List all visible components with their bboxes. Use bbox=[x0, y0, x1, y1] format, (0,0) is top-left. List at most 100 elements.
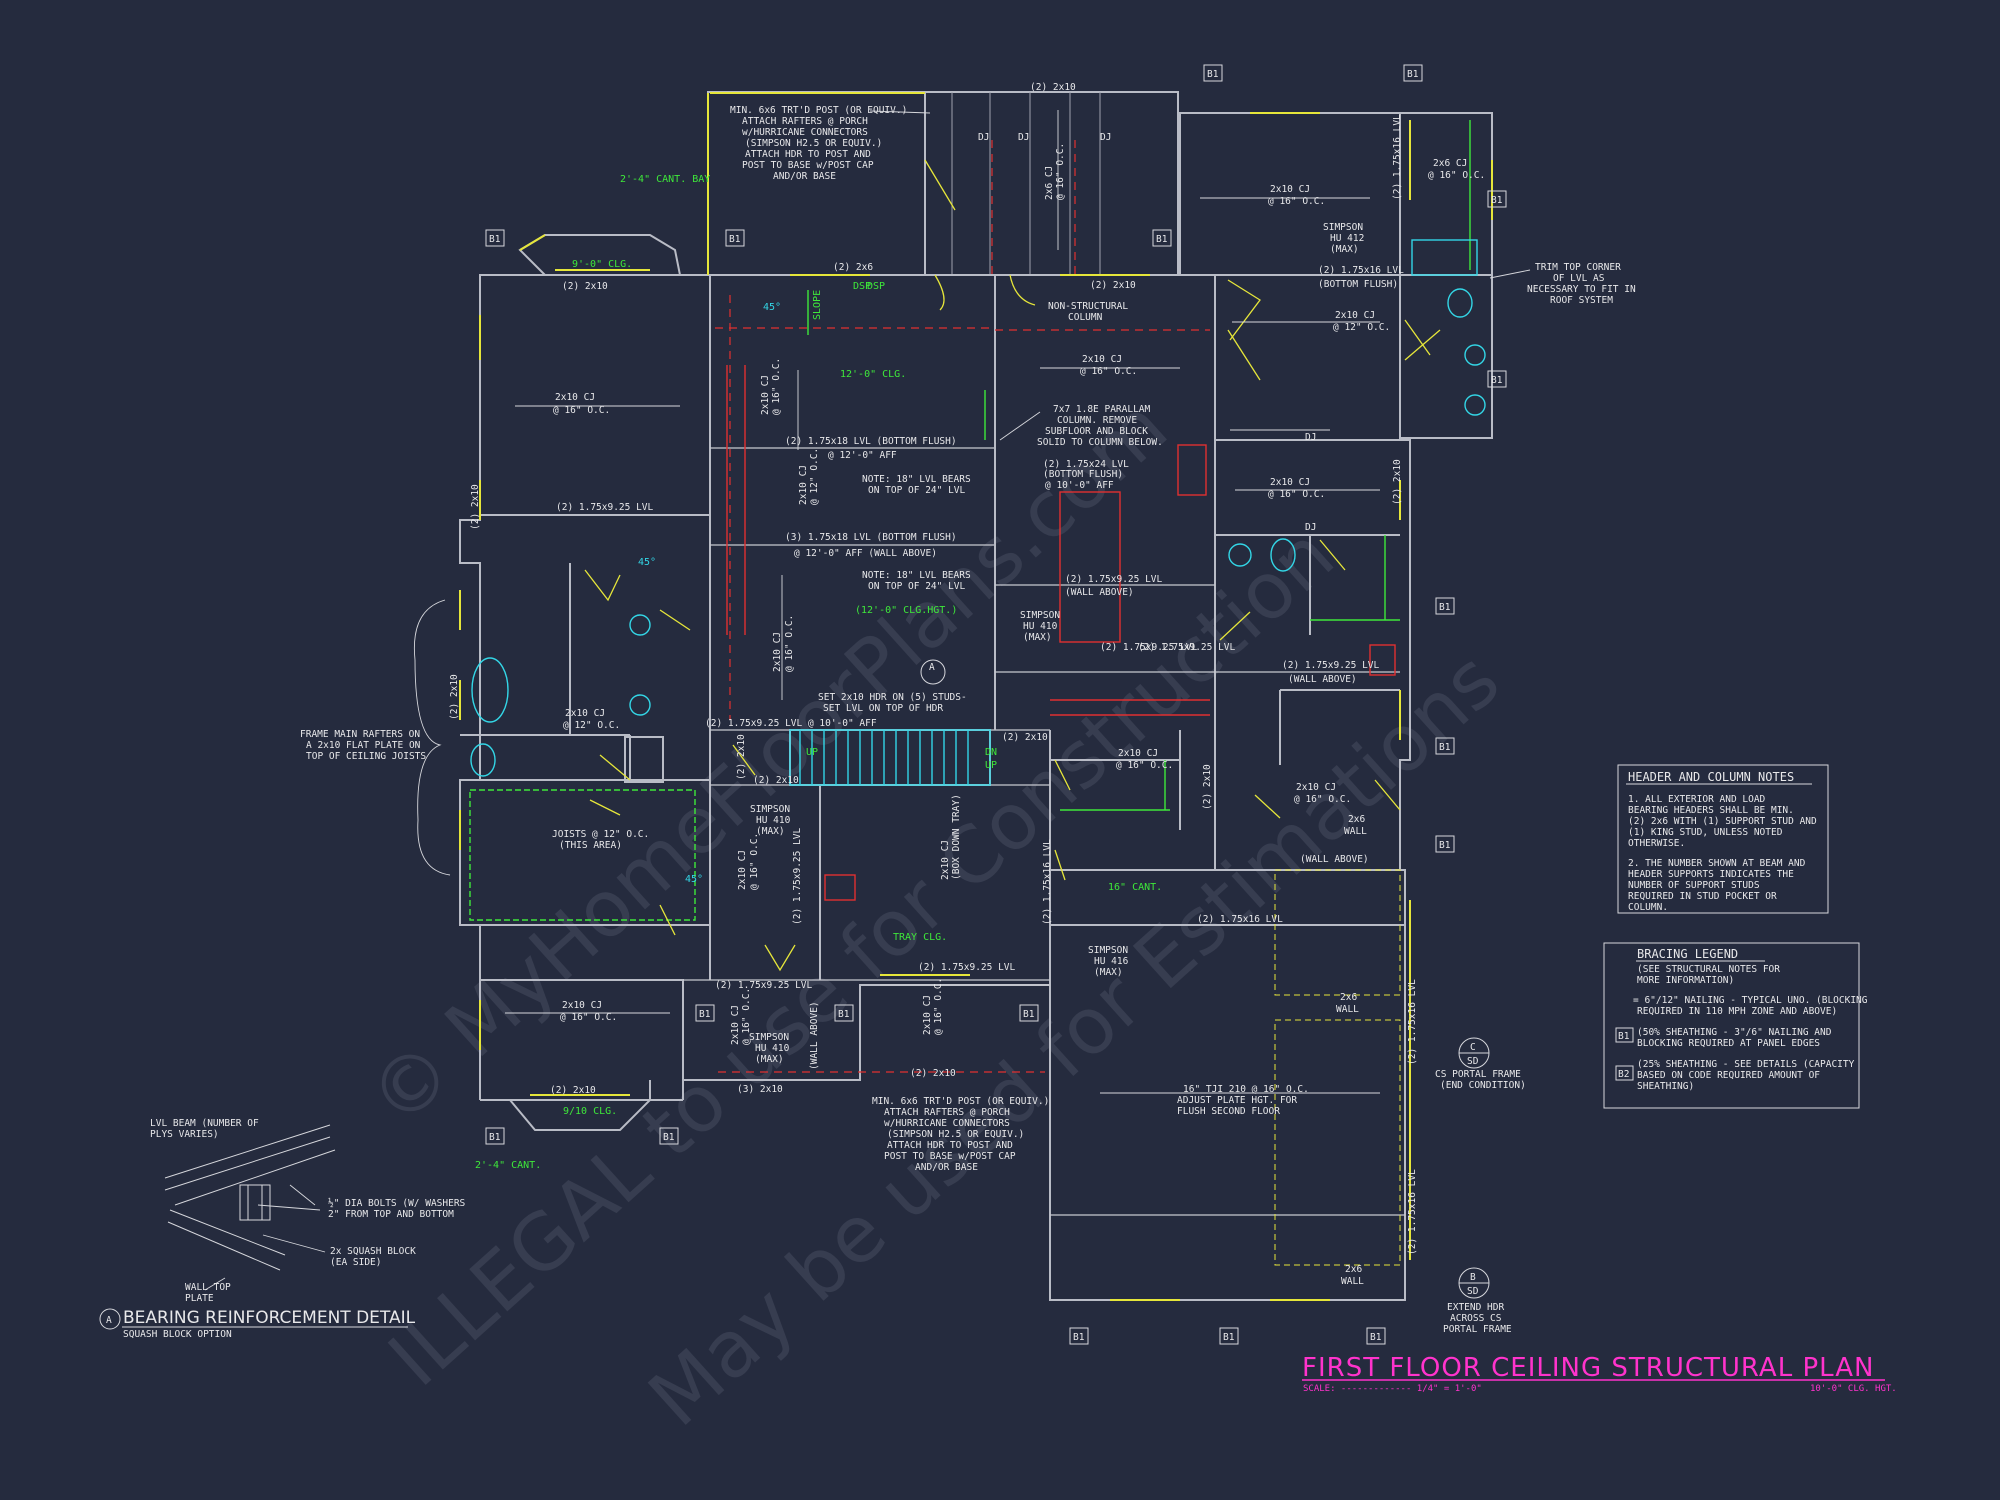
label-dj-3: DJ bbox=[1100, 132, 1111, 143]
slope-label: SLOPE bbox=[812, 290, 823, 320]
simp-410a-c: (MAX) bbox=[1023, 632, 1052, 643]
note-post-top-2: ATTACH RAFTERS @ PORCH bbox=[742, 116, 868, 127]
cj-h-oc: @ 16" O.C. bbox=[1116, 760, 1173, 771]
detail-squash-1: 2x SQUASH BLOCK bbox=[330, 1246, 416, 1257]
b1-tag-9: B1 bbox=[1439, 742, 1451, 753]
plan-title: FIRST FLOOR CEILING STRUCTURAL PLAN bbox=[1302, 1353, 1874, 1383]
note-trim-3: NECESSARY TO FIT IN bbox=[1527, 284, 1636, 295]
header-notes-box: HEADER AND COLUMN NOTES 1. ALL EXTERIOR … bbox=[1617, 764, 1829, 914]
b1-tag-16: B1 bbox=[1073, 1332, 1085, 1343]
note-post-top-4: (SIMPSON H2.5 OR EQUIV.) bbox=[745, 138, 882, 149]
note-post-bot-5: ATTACH HDR TO POST AND bbox=[887, 1140, 1013, 1151]
bracing-legend-title: BRACING LEGEND bbox=[1637, 947, 1738, 961]
note-joists-2: (THIS AREA) bbox=[559, 840, 622, 851]
note-post-bot-2: ATTACH RAFTERS @ PORCH bbox=[884, 1107, 1010, 1118]
label-2x10-stair-b: (2) 2x10 bbox=[753, 775, 799, 786]
section-a: A bbox=[929, 662, 935, 673]
vlabel-cj-1-oc: @ 16" O.C. bbox=[771, 358, 782, 415]
simpson-labels: SIMPSON HU 412 (MAX) SIMPSON HU 410 (MAX… bbox=[749, 222, 1364, 1065]
clg-12-hgt: (12'-0" CLG.HGT.) bbox=[855, 605, 957, 616]
label-2x10-mid: (2) 2x10 bbox=[1090, 280, 1136, 291]
bl-i1-1: = 6"/12" NAILING - TYPICAL UNO. (BLOCKIN… bbox=[1633, 995, 1868, 1006]
detail-mark: A bbox=[106, 1315, 112, 1326]
note-trim-1: TRIM TOP CORNER bbox=[1535, 262, 1621, 273]
note-frame-1: FRAME MAIN RAFTERS ON bbox=[300, 729, 420, 740]
label-stair-lvl: (2) 1.75x9.25 LVL @ 10'-0" AFF bbox=[705, 718, 877, 729]
up-left: UP bbox=[806, 747, 818, 758]
note-portal-b-1: EXTEND HDR bbox=[1447, 1302, 1504, 1313]
joist-direction-lines bbox=[505, 110, 1380, 1094]
simp-410a-a: SIMPSON bbox=[1020, 610, 1060, 621]
label-3x10: (3) 2x10 bbox=[737, 1084, 783, 1095]
label-2x6-top: (2) 2x6 bbox=[833, 262, 873, 273]
vlabel-cj-3-oc: @ 16" O.C. bbox=[784, 615, 795, 672]
up-label: UP bbox=[985, 760, 997, 771]
vlabel-2x10-left-b: (2) 2x10 bbox=[449, 674, 460, 720]
cj-h: 2x10 CJ bbox=[1118, 748, 1158, 759]
note-joists-1: JOISTS @ 12" O.C. bbox=[552, 829, 649, 840]
label-lvl925-c: (2) 1.75x9.25 LVL bbox=[1065, 574, 1163, 585]
green-accents bbox=[469, 120, 1471, 921]
vlabel-cj-3: 2x10 CJ bbox=[772, 632, 783, 672]
detail-bolts-1: ½" DIA BOLTS (W/ WASHERS bbox=[328, 1198, 466, 1209]
wall-2x6-a2: WALL bbox=[1336, 1004, 1359, 1015]
clg-9: 9'-0" CLG. bbox=[572, 259, 632, 270]
vlabel-wall-above: (WALL ABOVE) bbox=[809, 1001, 820, 1070]
hn2-4: REQUIRED IN STUD POCKET OR bbox=[1628, 891, 1777, 902]
dsp-1: DSP bbox=[853, 281, 871, 292]
section-c: C bbox=[1470, 1042, 1476, 1053]
b1-tag-11: B1 bbox=[699, 1009, 711, 1020]
b1-tag-2: B1 bbox=[1407, 69, 1419, 80]
dsp-2: DSP bbox=[867, 281, 885, 292]
detail-subtitle: SQUASH BLOCK OPTION bbox=[123, 1329, 232, 1340]
clg-12: 12'-0" CLG. bbox=[840, 369, 906, 380]
simp-410c-a: SIMPSON bbox=[749, 1032, 789, 1043]
vlabel-box-tray: (BOX DOWN TRAY) bbox=[951, 794, 962, 880]
cj-d-oc: @ 12" O.C. bbox=[1333, 322, 1390, 333]
note-trim-4: ROOF SYSTEM bbox=[1550, 295, 1613, 306]
tray-clg: TRAY CLG. bbox=[893, 932, 947, 943]
hn2-5: COLUMN. bbox=[1628, 902, 1668, 913]
note-frame-3: TOP OF CEILING JOISTS bbox=[306, 751, 426, 762]
bl-i2-2: BLOCKING REQUIRED AT PANEL EDGES bbox=[1637, 1038, 1820, 1049]
bl-i3-3: SHEATHING) bbox=[1637, 1081, 1694, 1092]
label-lvl925-i: (2) 1.75x9.25 LVL bbox=[918, 962, 1016, 973]
label-2x10-bottom: (2) 2x10 bbox=[910, 1068, 956, 1079]
note-parallam-3: SUBFLOOR AND BLOCK bbox=[1045, 426, 1148, 437]
label-dj-a: DJ bbox=[1305, 432, 1316, 443]
cj-g-oc: @ 12" O.C. bbox=[563, 720, 620, 731]
cj-e-oc: @ 16" O.C. bbox=[1268, 489, 1325, 500]
label-2x10-bay: (2) 2x10 bbox=[550, 1085, 596, 1096]
note-post-top-3: w/HURRICANE CONNECTORS bbox=[742, 127, 868, 138]
garage-box-upper bbox=[1274, 869, 1401, 996]
note-post-bot-4: (SIMPSON H2.5 OR EQUIV.) bbox=[887, 1129, 1024, 1140]
b1-tag-8: B1 bbox=[1439, 602, 1451, 613]
cj-f: 2x6 CJ bbox=[1433, 158, 1467, 169]
cj-b-oc: @ 16" O.C. bbox=[1080, 366, 1137, 377]
label-lvl16: (2) 1.75x16 LVL bbox=[1318, 265, 1404, 276]
b1-tag-13: B1 bbox=[1023, 1009, 1035, 1020]
note-post-bot-6: POST TO BASE w/POST CAP bbox=[884, 1151, 1016, 1162]
simp-410a-b: HU 410 bbox=[1023, 621, 1058, 632]
wall-2x6-b: 2x6 bbox=[1345, 1264, 1362, 1275]
label-dj-2: DJ bbox=[1018, 132, 1029, 143]
cant-16: 16" CANT. bbox=[1108, 882, 1162, 893]
cant-bottom: 2'-4" CANT. bbox=[475, 1160, 541, 1171]
dn-label: DN bbox=[985, 747, 997, 758]
note-tji-3: FLUSH SECOND FLOOR bbox=[1177, 1106, 1280, 1117]
hn1-5: OTHERWISE. bbox=[1628, 838, 1685, 849]
bearing-detail: LVL BEAM (NUMBER OF PLYS VARIES) ½" DIA … bbox=[99, 1118, 466, 1340]
label-lvl3-aff: @ 12'-0" AFF (WALL ABOVE) bbox=[794, 548, 937, 559]
vlabel-lvl16-right: (2) 1.75x16 LVL bbox=[1407, 979, 1418, 1065]
cj-i-oc: @ 16" O.C. bbox=[1294, 794, 1351, 805]
label-lvl3: (3) 1.75x18 LVL (BOTTOM FLUSH) bbox=[785, 532, 957, 543]
header-notes-title: HEADER AND COLUMN NOTES bbox=[1628, 770, 1794, 784]
cj-f-oc: @ 16" O.C. bbox=[1428, 170, 1485, 181]
note-frame-2: A 2x10 FLAT PLATE ON bbox=[306, 740, 421, 751]
windows bbox=[459, 92, 1493, 1301]
joist-labels: 2x10 CJ @ 16" O.C. 2x10 CJ @ 16" O.C. 2x… bbox=[553, 158, 1485, 1287]
simp-412-c: (MAX) bbox=[1330, 244, 1359, 255]
simp-410c-c: (MAX) bbox=[755, 1054, 784, 1065]
vlabel-lvl925-stair: (2) 1.75x9.25 LVL bbox=[792, 827, 803, 925]
